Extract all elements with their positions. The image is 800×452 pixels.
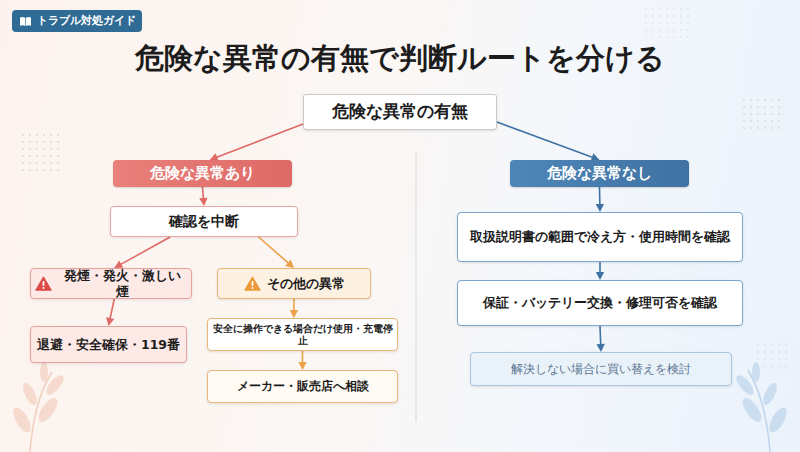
- diagram-title: 危険な異常の有無で判断ルートを分ける: [0, 38, 800, 78]
- dot-grid: [640, 8, 690, 38]
- connector: [210, 124, 303, 161]
- final-box: 解決しない場合に買い替えを検討: [470, 352, 732, 386]
- warning-icon: [244, 276, 261, 291]
- alert-box: その他の異常: [217, 268, 371, 299]
- node-text: 確認を中断: [169, 213, 239, 231]
- warning-triangle: [244, 277, 260, 290]
- arrow-head: [298, 362, 306, 370]
- action-box: メーカー・販売店へ相談: [207, 370, 398, 403]
- connector-line: [599, 262, 601, 273]
- book-icon: [19, 16, 32, 27]
- connector: [596, 262, 604, 280]
- arrow-head: [596, 204, 604, 212]
- connector-line: [302, 351, 304, 363]
- alert-box: 発煙・発火・激しい煙: [30, 268, 192, 299]
- node-text: 保証・バッテリー交換・修理可否を確認: [483, 295, 717, 311]
- connector: [596, 187, 604, 212]
- arrow-head: [596, 272, 604, 280]
- arrow-head: [285, 260, 294, 268]
- connector-line: [497, 122, 593, 157]
- connector: [290, 299, 298, 318]
- process-box: 保証・バッテリー交換・修理可否を確認: [457, 280, 743, 326]
- node-text: 退避・安全確保・119番: [37, 337, 180, 353]
- node-text: 危険な異常あり: [150, 164, 255, 183]
- tag-badge: トラブル対処ガイド: [12, 10, 142, 32]
- warning-mark: [251, 287, 253, 289]
- arrow-head: [290, 310, 298, 318]
- connector: [298, 351, 306, 370]
- node-text: トラブル対処ガイド: [37, 14, 136, 28]
- warning-mark: [43, 287, 45, 289]
- connector-line: [293, 299, 295, 311]
- action-box: 退避・安全確保・119番: [30, 326, 187, 363]
- connector-line: [110, 299, 114, 319]
- leaf-decoration: [10, 362, 67, 452]
- connector: [596, 326, 604, 352]
- warning-mark: [43, 281, 45, 286]
- connector: [259, 237, 294, 268]
- leaf-decoration: [733, 362, 790, 452]
- connector: [114, 237, 170, 268]
- dot-grid: [18, 130, 60, 172]
- connector: [106, 299, 114, 326]
- node-text: 発煙・発火・激しい煙: [58, 268, 187, 299]
- connector: [199, 187, 207, 206]
- connector-line: [216, 124, 303, 158]
- node-text: 危険な異常の有無: [332, 101, 468, 122]
- arrow-head: [106, 317, 114, 326]
- node-text: その他の異常: [267, 276, 345, 292]
- connector-line: [599, 326, 601, 345]
- dot-grid: [742, 96, 784, 134]
- dot-grid: [755, 338, 790, 373]
- book-page: [25, 17, 30, 26]
- node-text: 危険な異常なし: [547, 164, 652, 183]
- connector-line: [202, 187, 205, 199]
- arrow-head: [114, 260, 123, 268]
- connector-line: [120, 237, 170, 265]
- node-text: 取扱説明書の範囲で冷え方・使用時間を確認: [470, 229, 730, 245]
- branch-header: 危険な異常なし: [510, 160, 689, 187]
- root-box: 危険な異常の有無: [303, 94, 497, 130]
- arrow-head: [596, 344, 604, 352]
- arrow-head: [199, 198, 207, 206]
- connector-line: [599, 187, 601, 205]
- process-box: 取扱説明書の範囲で冷え方・使用時間を確認: [457, 212, 743, 262]
- node-text: 安全に操作できる場合だけ使用・充電停止: [212, 323, 393, 347]
- connector-line: [259, 237, 289, 263]
- warning-mark: [251, 281, 253, 286]
- action-box: 安全に操作できる場合だけ使用・充電停止: [207, 318, 398, 351]
- warning-icon: [35, 276, 52, 291]
- warning-triangle: [36, 277, 52, 290]
- branch-header: 危険な異常あり: [113, 160, 292, 187]
- connector: [497, 122, 600, 161]
- process-box: 確認を中断: [110, 206, 298, 237]
- column-divider: [415, 152, 416, 422]
- node-text: 解決しない場合に買い替えを検討: [511, 362, 691, 377]
- book-page: [20, 17, 25, 26]
- node-text: メーカー・販売店へ相談: [237, 379, 369, 394]
